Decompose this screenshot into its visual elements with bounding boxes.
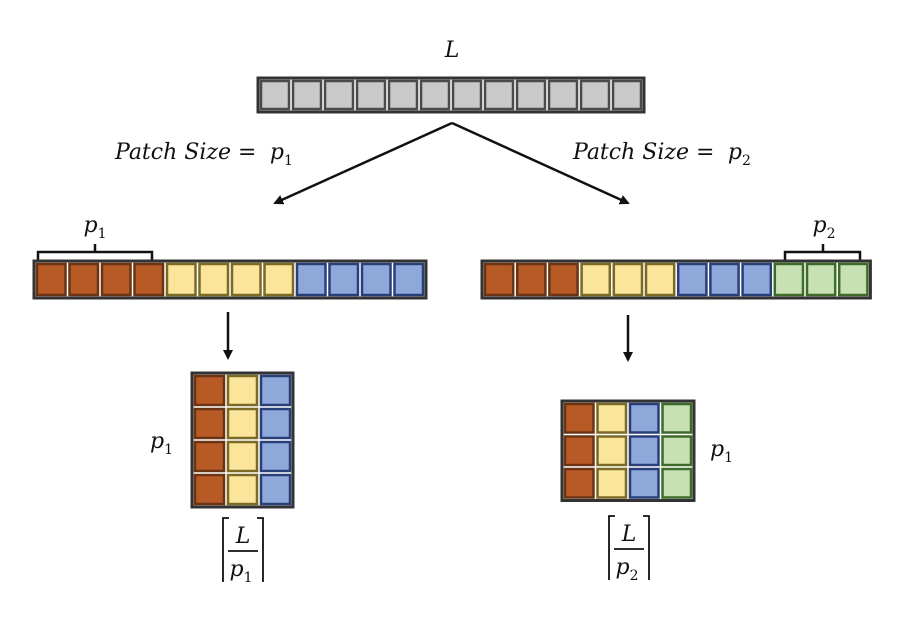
right-strip-cell [709,262,740,297]
left-matrix-cell [259,473,292,506]
left-strip-cell [360,262,392,297]
right-matrix-cell [661,467,693,499]
patch-size-label-left: Patch Size = p1 [114,139,293,169]
input-cell [451,79,483,111]
ceil-fraction-right: L p2 [608,515,650,584]
right-strip-frame [480,259,872,300]
left-strip-cell [133,262,165,297]
left-matrix-cell [193,473,226,506]
left-matrix-cell [259,440,292,473]
right-strip-cell [644,262,676,297]
right-strip-cell [580,262,612,297]
left-matrix-cell [226,374,259,407]
right-matrix-cell [596,467,628,499]
right-matrix-cell [563,402,595,434]
left-strip-cell [295,262,327,297]
left-strip-cell [328,262,360,297]
left-patched-sequence [32,259,428,300]
ceil-bracket-right-close [643,515,650,580]
left-strip-frame [32,259,428,300]
patch-brace-left [36,244,154,262]
right-matrix-cell [628,402,660,434]
ceil-bracket-right-open [608,515,615,580]
left-matrix-cell [226,407,259,440]
ceil-fraction-left: L p1 [222,517,264,586]
left-strip-cell [68,262,100,297]
left-matrix-cell [259,374,292,407]
fraction-denominator-right: p2 [615,555,638,584]
split-arrow-left [273,121,453,205]
right-strip-cell [548,262,579,297]
left-strip-cell [263,262,295,297]
matrix-rows-label-right: p1 [710,437,733,466]
patch-brace-right [783,244,862,262]
input-cell [323,79,355,111]
right-strip-cell [741,262,773,297]
input-sequence [256,76,646,114]
left-matrix-cell [193,407,226,440]
input-cell [579,79,611,111]
input-cell [259,79,291,111]
left-patch-matrix [190,371,295,509]
fraction-denominator-left: p1 [229,557,252,586]
input-cell [355,79,387,111]
left-strip-cell [100,262,132,297]
left-matrix-cell [193,440,226,473]
input-sequence-frame [256,76,646,114]
right-strip-cell [483,262,515,297]
split-arrow-right [451,121,630,205]
input-cell [515,79,547,111]
brace-label-right: p2 [812,213,835,242]
right-matrix-frame [560,399,696,502]
left-matrix-cell [193,374,226,407]
right-matrix-cell [628,435,660,467]
sequence-length-label: L [444,38,460,63]
input-cell [291,79,323,111]
right-strip-cell [676,262,708,297]
right-patch-matrix [560,399,696,502]
ceil-bracket-left-close [257,517,264,582]
left-strip-cell [230,262,262,297]
left-strip-cell [393,262,425,297]
left-strip-cell [35,262,67,297]
right-matrix-cell [596,402,628,434]
right-strip-cell [837,262,869,297]
right-patched-sequence [480,259,872,300]
right-matrix-cell [563,435,595,467]
left-strip-cell [198,262,230,297]
left-matrix-cell [226,473,259,506]
input-cell [547,79,579,111]
left-matrix-cell [226,440,259,473]
left-matrix-frame [190,371,295,509]
ceil-bracket-left-open [222,517,229,582]
input-cell [419,79,451,111]
right-matrix-cell [661,402,693,434]
right-strip-cell [773,262,805,297]
input-cell [483,79,515,111]
right-matrix-cell [628,467,660,499]
right-matrix-cell [563,467,595,499]
left-strip-cell [165,262,197,297]
right-strip-cell [805,262,837,297]
right-matrix-cell [596,435,628,467]
right-strip-cell [515,262,547,297]
fraction-numerator-right: L [621,522,637,547]
input-cell [387,79,419,111]
left-matrix-cell [259,407,292,440]
brace-label-left: p1 [83,213,106,242]
right-matrix-cell [661,435,693,467]
fraction-numerator-left: L [235,524,251,549]
right-strip-cell [612,262,644,297]
matrix-rows-label-left: p1 [150,429,173,458]
patch-size-label-right: Patch Size = p2 [572,139,751,169]
input-cell [611,79,643,111]
